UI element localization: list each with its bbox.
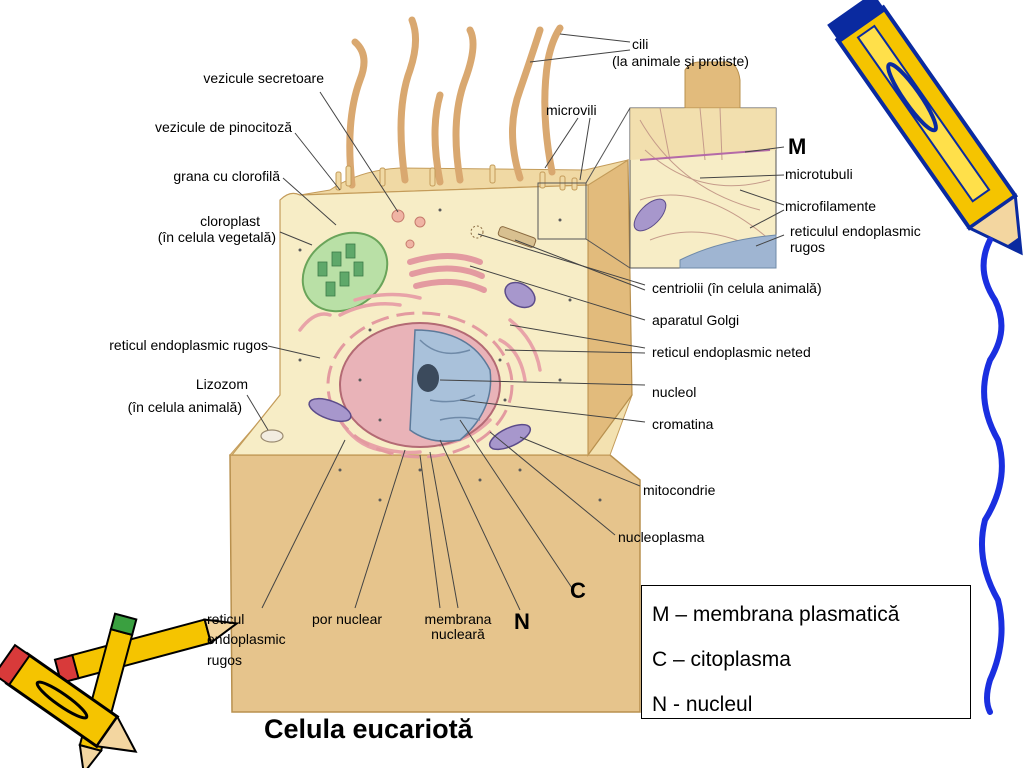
label-grana: grana cu clorofilă	[173, 168, 280, 184]
label-microfilamente: microfilamente	[785, 198, 877, 214]
legend-item-m: M – membrana plasmatică	[652, 603, 900, 626]
label-por-nuclear: por nuclear	[312, 611, 383, 627]
magnified-inset	[537, 61, 777, 269]
letter-n: N	[514, 609, 530, 634]
legend-item-c: C – citoplasma	[652, 648, 791, 671]
label-golgi: aparatul Golgi	[652, 312, 740, 328]
chloroplast-drawing	[301, 231, 389, 313]
decorative-squiggle	[978, 237, 1005, 715]
label-cili: cili	[632, 36, 649, 52]
cilia-drawing	[346, 16, 564, 189]
label-reticul-bottom-3: rugos	[207, 652, 243, 668]
label-microvili: microvili	[546, 102, 597, 118]
label-reticul-neted: reticul endoplasmic neted	[652, 344, 811, 360]
pencil-icon	[0, 643, 138, 753]
label-nucleol: nucleol	[652, 384, 697, 400]
label-membrana-1: membrana	[424, 611, 492, 627]
legend-box: M – membrana plasmatică C – citoplasma N…	[641, 585, 971, 719]
label-reticul-bottom-2: endoplasmic	[207, 631, 286, 647]
page-title: Celula eucariotă	[264, 714, 473, 744]
pencil-icon	[827, 0, 1023, 256]
mitochondria-drawing	[308, 281, 536, 451]
label-centriolii: centriolii (în celula animală)	[652, 280, 822, 296]
label-cloroplast: cloroplast	[200, 213, 260, 229]
label-cromatina: cromatina	[652, 416, 714, 432]
label-mitocondrie: mitocondrie	[643, 482, 716, 498]
letter-m: M	[788, 134, 807, 159]
label-membrana-2: nucleară	[431, 626, 485, 642]
label-microtubuli: microtubuli	[785, 166, 853, 182]
label-cloroplast-note: (în celula vegetală)	[157, 229, 276, 245]
nucleus-drawing	[326, 311, 514, 459]
label-lizozom-note: (în celula animală)	[127, 399, 242, 415]
letter-c: C	[570, 578, 586, 603]
label-ret-rugos-right-2: rugos	[790, 239, 826, 255]
label-reticul-bottom-1: reticul	[207, 611, 245, 627]
label-vezicule-pinocitoza: vezicule de pinocitoză	[155, 119, 292, 135]
cell-illustration	[228, 16, 777, 713]
label-vezicule-secretoare: vezicule secretoare	[203, 70, 324, 86]
label-lizozom: Lizozom	[195, 376, 248, 392]
leader-lines	[246, 33, 785, 611]
label-reticul-rugos-left: reticul endoplasmic rugos	[109, 337, 268, 353]
label-cili-note: (la animale şi protiste)	[612, 53, 749, 69]
legend-item-n: N - nucleul	[652, 693, 753, 716]
label-ret-rugos-right-1: reticulul endoplasmic	[790, 223, 921, 239]
label-nucleoplasma: nucleoplasma	[618, 529, 705, 545]
golgi-drawing	[407, 253, 487, 293]
